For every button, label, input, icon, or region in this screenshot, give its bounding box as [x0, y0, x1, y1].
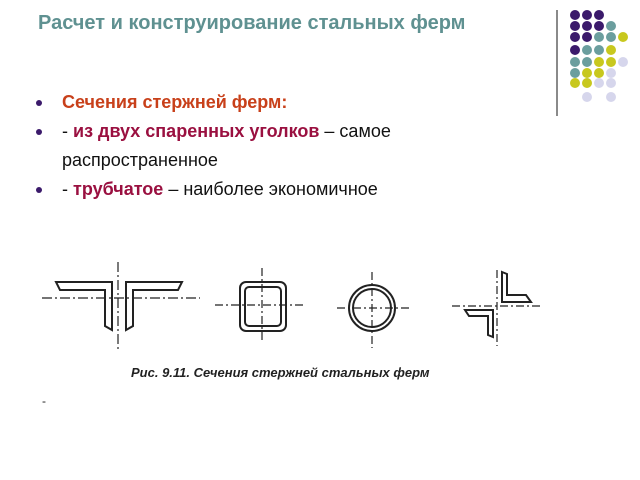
bullet-accent: трубчатое [73, 179, 164, 199]
decor-dot [618, 32, 628, 42]
decor-dot [570, 32, 580, 42]
slide-title: Расчет и конструирование стальных ферм [38, 12, 466, 34]
bullet-icon [36, 100, 42, 106]
decor-dot [606, 32, 616, 42]
decor-dot [606, 57, 616, 67]
decor-dot [582, 92, 592, 102]
bullet-prefix: - [62, 121, 73, 141]
decor-dot [582, 57, 592, 67]
decor-dot [570, 45, 580, 55]
double-angle-tee-section [42, 262, 200, 352]
decor-dot [582, 10, 592, 20]
figure-caption: Рис. 9.11. Сечения стержней стальных фер… [131, 365, 430, 380]
decor-dot [594, 57, 604, 67]
decor-dot [618, 57, 628, 67]
bullet-item: - из двух спаренных уголков – самое расп… [36, 117, 516, 175]
decor-dot [606, 21, 616, 31]
decor-dot [582, 68, 592, 78]
decor-dot [606, 68, 616, 78]
decor-dot [570, 21, 580, 31]
decor-dot [594, 10, 604, 20]
decor-dot [606, 92, 616, 102]
footer-mark: - [42, 394, 46, 408]
bullet-prefix: - [62, 179, 73, 199]
decor-divider [556, 10, 558, 116]
bullet-item: - трубчатое – наиболее экономичное [36, 175, 516, 204]
decor-dot [594, 78, 604, 88]
bullet-text: – наиболее экономичное [163, 179, 378, 199]
bullet-text: – самое распространенное [62, 121, 391, 170]
bullet-item: Сечения стержней ферм: [36, 88, 516, 117]
decor-dot [606, 78, 616, 88]
decor-dot [594, 68, 604, 78]
decor-dot [570, 57, 580, 67]
decor-dot [594, 32, 604, 42]
decor-dot [606, 45, 616, 55]
decor-dot [582, 78, 592, 88]
decor-dot [570, 68, 580, 78]
bullet-list: Сечения стержней ферм: - из двух спаренн… [36, 88, 516, 204]
bullet-icon [36, 187, 42, 193]
square-tube-section [215, 268, 305, 340]
decor-dot [570, 10, 580, 20]
decor-dot [582, 21, 592, 31]
bullet-heading: Сечения стержней ферм: [62, 92, 288, 112]
cross-angle-section [452, 270, 540, 346]
decor-dot [594, 45, 604, 55]
round-tube-section [337, 272, 410, 348]
decor-dot [594, 21, 604, 31]
decor-dot [582, 45, 592, 55]
decor-dot [582, 32, 592, 42]
bullet-icon [36, 129, 42, 135]
bullet-accent: из двух спаренных уголков [73, 121, 320, 141]
decor-dot [570, 78, 580, 88]
